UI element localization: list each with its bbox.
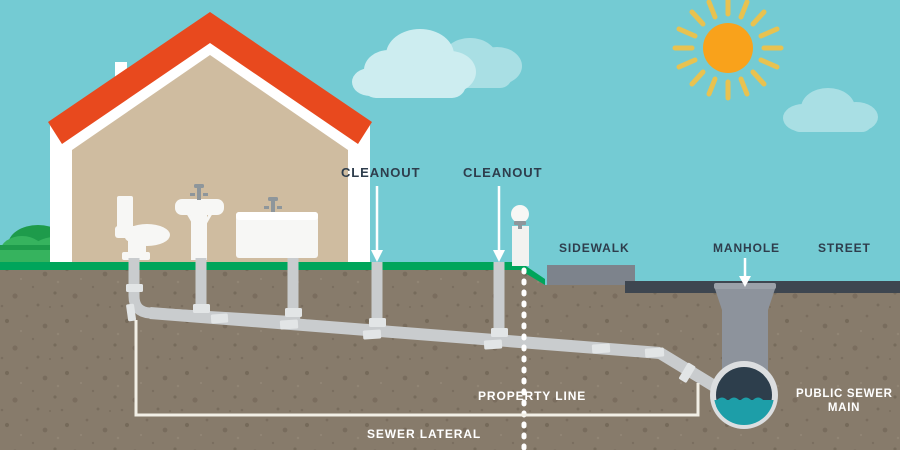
sink-fixture [175,184,224,260]
interior-wall [72,55,348,262]
label-sewer-lateral: SEWER LATERAL [367,427,482,441]
label-public-sewer-main-line2: MAIN [827,402,861,414]
bathtub-fixture [236,197,318,258]
sun-icon [672,0,784,101]
label-public-sewer-main-line1: PUBLIC SEWER [796,388,893,400]
label-public-sewer-main: PUBLIC SEWER MAIN [796,387,892,415]
house [48,12,372,272]
sewer-lateral-bracket [134,320,700,417]
manhole-shaft [714,283,776,378]
cloud-large-left [352,29,476,98]
label-cleanout-property: CLEANOUT [463,165,543,180]
pipe-collars [126,284,696,383]
cleanout-house-arrow [371,186,383,262]
label-street: STREET [818,241,871,255]
label-property-line: PROPERTY LINE [478,389,587,403]
cleanout-property-arrow [493,186,505,262]
label-cleanout-house: CLEANOUT [341,165,421,180]
manhole-arrow [739,258,751,287]
property-marker-post [511,205,529,266]
label-sidewalk: SIDEWALK [559,241,630,255]
cloud-far-right [783,88,878,132]
public-sewer-main [710,361,778,429]
sidewalk-slab [547,265,635,285]
label-manhole: MANHOLE [713,241,780,255]
toilet-fixture [115,196,170,260]
roof [48,12,372,144]
